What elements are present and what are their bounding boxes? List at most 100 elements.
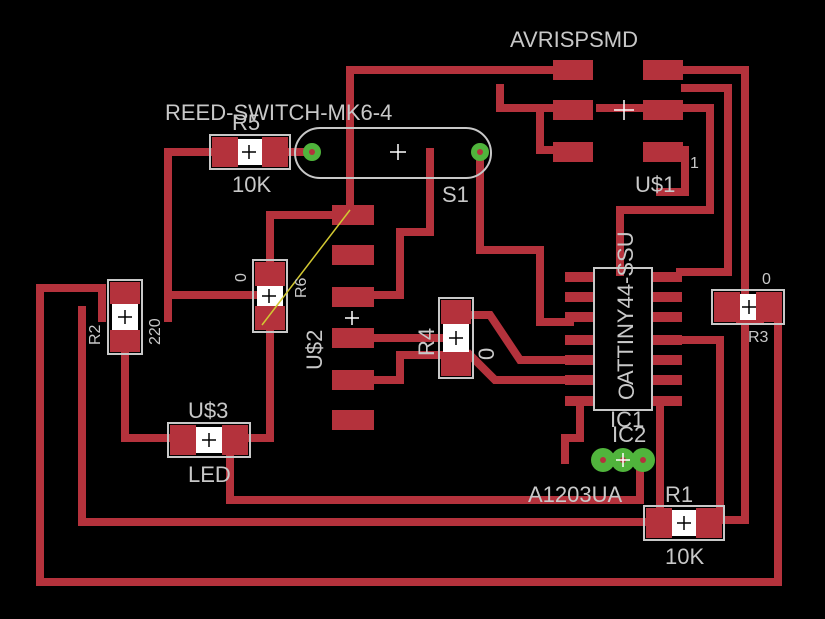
u2-pad (332, 370, 374, 390)
us1-label: U$1 (635, 172, 675, 197)
r2-label: R2 (87, 324, 104, 345)
trace (266, 211, 344, 266)
airwire (261, 209, 351, 326)
origin-cross (345, 311, 359, 325)
r3-outline (711, 289, 785, 325)
led-outline (167, 422, 251, 458)
origin-cross (742, 300, 756, 314)
ic2-label: IC2 (612, 422, 646, 447)
ic1-body (593, 267, 653, 411)
vias (303, 143, 655, 472)
r4-outline (438, 297, 474, 379)
r2-outline (107, 279, 143, 355)
trace (36, 284, 782, 586)
r3-pad (714, 292, 740, 322)
r5-outline (209, 134, 291, 170)
trace (561, 396, 584, 464)
header-pad (643, 142, 683, 162)
origin-crosses (118, 100, 756, 530)
origin-cross (390, 144, 406, 160)
r4-value: 0 (474, 348, 499, 360)
trace (226, 451, 644, 504)
trace (536, 104, 564, 154)
r6-pad (255, 262, 285, 286)
r5-pad (212, 137, 238, 167)
ic1-pin (565, 396, 595, 406)
us3-label: U$3 (188, 398, 228, 423)
a1203ua-label: A1203UA (528, 482, 623, 507)
avrispsmd-label: AVRISPSMD (510, 27, 638, 52)
trace (676, 84, 732, 276)
r2-pad (110, 330, 140, 352)
trace (368, 148, 434, 299)
ic1-pin (565, 312, 595, 322)
r4-label: R4 (414, 328, 439, 356)
trace (164, 148, 224, 322)
attiny-label: ATTINY44-SSU (613, 231, 638, 385)
ic1-pin (565, 355, 595, 365)
header-pad (553, 100, 593, 120)
u2-pad (332, 287, 374, 307)
origin-cross (242, 145, 256, 159)
r4-pad (441, 352, 471, 376)
via-hole (309, 149, 315, 155)
labels: AVRISPSMD REED-SWITCH-MK6-4 R5 10K S1 U$… (87, 27, 771, 569)
header-pad (553, 60, 593, 80)
pin1-label: 1 (690, 155, 699, 172)
ic1-pin (652, 355, 682, 365)
trace (36, 284, 106, 322)
ic1-pin (565, 292, 595, 302)
ic1-pin (652, 312, 682, 322)
led-pad (222, 425, 248, 455)
reed-switch-label: REED-SWITCH-MK6-4 (165, 100, 392, 125)
ic1-label: IC1 (610, 407, 644, 432)
r6-label: R6 (293, 277, 310, 298)
ic1-pin (565, 272, 595, 282)
trace (656, 146, 689, 196)
u2-pad (332, 410, 374, 430)
r6-value: 0 (233, 273, 250, 282)
r6-pad (255, 306, 285, 330)
trace (466, 311, 574, 364)
trace (368, 351, 444, 384)
r1-value: 10K (665, 544, 704, 569)
origin-cross (202, 433, 216, 447)
r6-outline (252, 259, 288, 333)
r1-outline (643, 505, 725, 541)
ic2-hole (600, 457, 606, 463)
r3-value: 0 (762, 271, 771, 288)
us2-label: U$2 (302, 330, 327, 370)
origin-cross (616, 453, 630, 467)
u2-pad (332, 205, 374, 225)
r5-value: 10K (232, 172, 271, 197)
s1-label: S1 (442, 182, 469, 207)
r3-label: R3 (748, 329, 769, 346)
r3-pad (756, 292, 782, 322)
origin-cross (449, 331, 463, 345)
trace (121, 351, 179, 442)
pads (110, 60, 782, 538)
trace (676, 336, 724, 524)
via-hole (477, 149, 483, 155)
header-pad (643, 100, 683, 120)
trace (476, 148, 574, 326)
origin-cross (614, 100, 634, 120)
header-pad (643, 60, 683, 80)
led-label: LED (188, 462, 231, 487)
header-pad (553, 142, 593, 162)
ic1-pin (652, 335, 682, 345)
led-pad (170, 425, 196, 455)
u2-pad (332, 245, 374, 265)
ic2-hole (640, 457, 646, 463)
trace (464, 349, 574, 384)
ic1-pin (565, 335, 595, 345)
origin-cross (118, 310, 132, 324)
ic1-pin (652, 375, 682, 385)
ic1-pin (565, 375, 595, 385)
r1-pad (696, 508, 722, 538)
reed-switch-outline (294, 127, 492, 179)
o-mark: O (614, 383, 639, 400)
origin-cross (677, 516, 691, 530)
r5-label: R5 (232, 110, 260, 135)
